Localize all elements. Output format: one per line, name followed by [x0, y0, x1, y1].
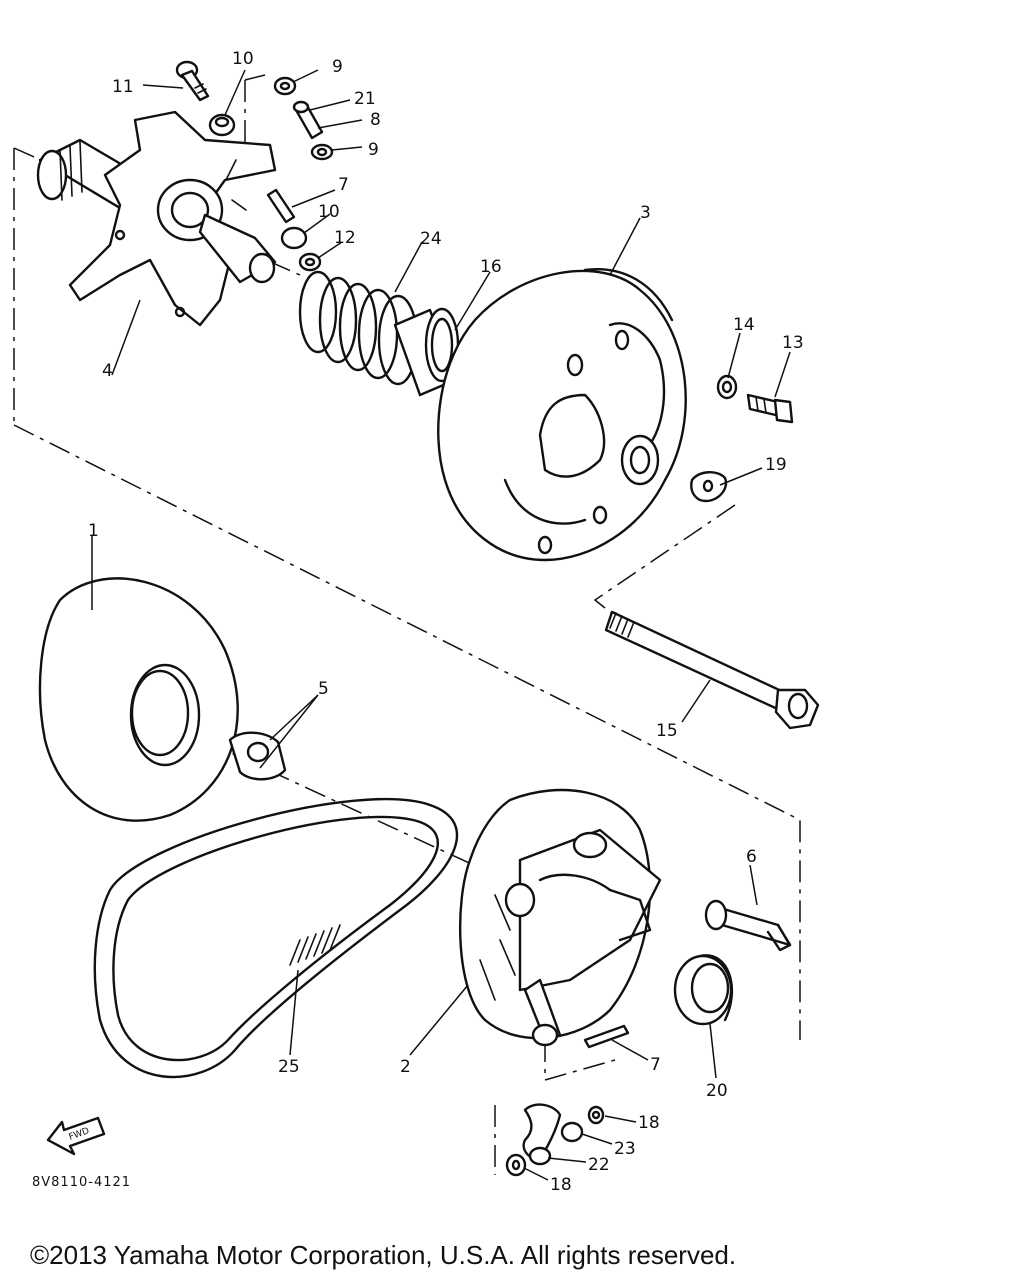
callout-2: 2 — [400, 1057, 411, 1077]
bolt-part-11 — [175, 60, 210, 102]
primary-sheave-shaft-part-4 — [36, 110, 277, 327]
fixed-sheave-part-1 — [38, 577, 239, 822]
callout-19: 19 — [765, 455, 787, 475]
callout-16: 16 — [480, 257, 502, 277]
callout-7-lower: 7 — [650, 1055, 661, 1075]
copyright-notice: ©2013 Yamaha Motor Corporation, U.S.A. A… — [30, 1240, 737, 1270]
sleeve-part-6 — [704, 899, 792, 952]
weight-arm-part-22 — [522, 1103, 562, 1166]
callout-3: 3 — [640, 203, 651, 223]
collar-part-10-lower — [280, 226, 308, 250]
callout-1: 1 — [88, 521, 99, 541]
callout-9-top: 9 — [332, 57, 343, 77]
callout-22: 22 — [588, 1155, 610, 1175]
callout-5: 5 — [318, 679, 329, 699]
callout-9-lower: 9 — [368, 140, 379, 160]
callout-7-top: 7 — [338, 175, 349, 195]
washer-part-9-lower — [310, 143, 334, 161]
drawing-code: 8V8110-4121 — [32, 1175, 131, 1190]
bolt-part-13 — [746, 393, 794, 424]
washer-part-9-top — [273, 76, 297, 96]
front-direction-arrow: FWD — [46, 1116, 106, 1156]
callout-8: 8 — [370, 110, 381, 130]
callout-12: 12 — [334, 228, 356, 248]
callout-6: 6 — [746, 847, 757, 867]
callout-10-top: 10 — [232, 49, 254, 69]
callout-10-lower: 10 — [318, 202, 340, 222]
callout-23: 23 — [614, 1139, 636, 1159]
collar-part-23 — [560, 1121, 584, 1143]
washer-part-18-upper — [587, 1105, 605, 1125]
pin-part-21-and-8 — [292, 100, 324, 140]
callout-21: 21 — [354, 89, 376, 109]
callout-4: 4 — [102, 361, 113, 381]
callout-13: 13 — [782, 333, 804, 353]
pin-part-7-lower — [583, 1024, 630, 1049]
callout-11: 11 — [112, 77, 134, 97]
part-callouts: 11 10 9 21 8 9 7 10 12 24 16 3 14 13 19 … — [88, 49, 804, 1195]
pin-part-7-top — [266, 188, 296, 224]
ring-part-20 — [673, 954, 733, 1026]
collar-part-10-top — [208, 113, 236, 137]
callout-25: 25 — [278, 1057, 300, 1077]
slider-part-5 — [228, 731, 287, 781]
washer-part-12 — [298, 252, 322, 272]
callout-18-lower: 18 — [550, 1175, 572, 1195]
leader-lines — [91, 69, 791, 1181]
callout-15: 15 — [656, 721, 678, 741]
washer-part-18-lower — [505, 1153, 527, 1177]
callout-24: 24 — [420, 229, 442, 249]
movable-sheave-part-2 — [458, 788, 662, 1047]
washer-part-14 — [716, 374, 738, 400]
callout-14: 14 — [733, 315, 755, 335]
bolt-part-15 — [604, 610, 820, 730]
washer-part-19 — [690, 471, 728, 503]
callout-18-upper: 18 — [638, 1113, 660, 1133]
callout-20: 20 — [706, 1081, 728, 1101]
cover-part-3 — [437, 268, 687, 562]
v-belt-part-25 — [93, 797, 459, 1079]
